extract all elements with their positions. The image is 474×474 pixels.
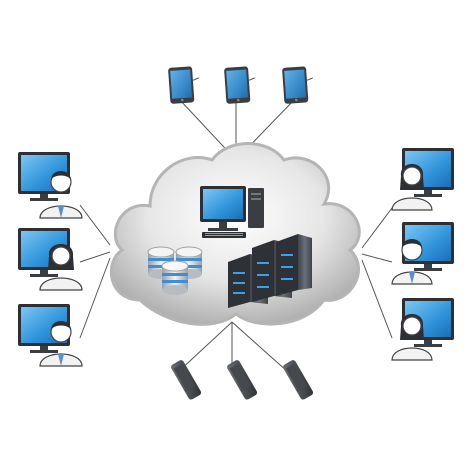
connector-line	[79, 251, 111, 263]
female-user-icon	[391, 164, 433, 211]
mobile-phone-icon	[283, 360, 314, 400]
desktop-computer-icon	[200, 186, 264, 238]
user-workstation	[391, 148, 454, 211]
user-workstation	[18, 152, 83, 219]
connector-line	[361, 207, 393, 249]
female-user-icon	[39, 244, 83, 291]
male-user-icon	[39, 171, 83, 219]
male-user-icon	[391, 239, 433, 285]
connector-line	[231, 321, 289, 373]
connector-line	[361, 253, 393, 263]
user-workstation	[18, 304, 83, 367]
server-rack-icon	[228, 234, 312, 308]
mobile-phone-icon	[227, 360, 258, 400]
connector-line	[79, 204, 111, 246]
tablet-icon	[282, 66, 313, 104]
user-workstation	[18, 228, 83, 291]
mobile-phone-icon	[171, 360, 202, 400]
male-user-icon	[39, 321, 83, 367]
user-workstation	[391, 298, 454, 361]
user-workstation	[391, 222, 454, 285]
tablet-icon	[168, 66, 199, 104]
connector-line	[79, 257, 111, 339]
connector-line	[177, 321, 233, 373]
female-user-icon	[391, 314, 433, 361]
database-icon	[147, 246, 203, 295]
monitor-icon	[18, 152, 70, 201]
connector-line	[361, 259, 393, 339]
tablet-icon	[224, 66, 255, 104]
